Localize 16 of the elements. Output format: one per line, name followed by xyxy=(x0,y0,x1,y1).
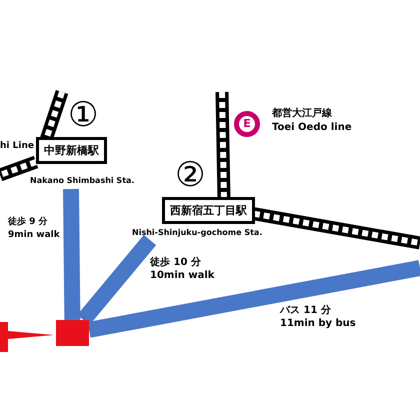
route-line xyxy=(88,260,420,338)
circled-number: ② xyxy=(175,156,206,194)
edge-label: 徒歩 10 分 10min walk xyxy=(150,256,216,282)
edge-label: バス 11 分 11min by bus xyxy=(280,304,357,330)
edge-label: 徒歩 9 分 9min walk xyxy=(8,216,61,242)
station-name-box: 西新宿五丁目駅 xyxy=(162,197,255,224)
station-name: Nishi-Shinjuku-gochome Sta. xyxy=(132,228,262,237)
circled-number: ① xyxy=(68,96,98,134)
line-symbol-icon: E xyxy=(234,111,260,137)
station-name: Nakano Shimbashi Sta. xyxy=(30,176,134,185)
route-line xyxy=(63,188,80,320)
destination-marker xyxy=(56,320,89,346)
line-name: 都営大江戸線 xyxy=(272,107,332,120)
station-name-box: 中野新橋駅 xyxy=(36,137,107,164)
line-name: Toei Oedo line xyxy=(272,121,352,134)
line-name: hi Line xyxy=(0,140,34,153)
